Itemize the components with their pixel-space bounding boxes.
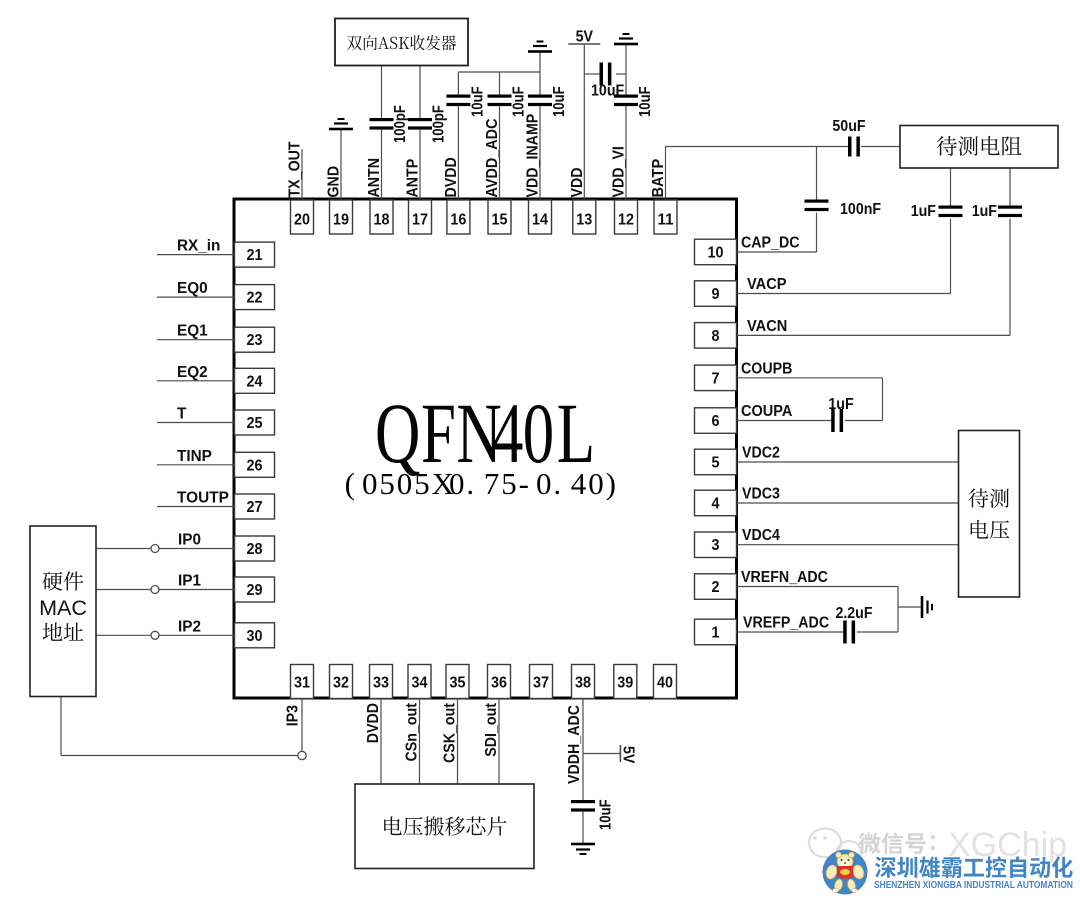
svg-text:25: 25 (247, 415, 263, 432)
svg-text:11: 11 (658, 212, 674, 229)
svg-text:AVDD_ADC: AVDD_ADC (484, 119, 501, 198)
svg-text:4: 4 (712, 496, 720, 513)
svg-text:10uF: 10uF (598, 799, 615, 830)
svg-text:IP3: IP3 (285, 705, 302, 726)
svg-text:VACP: VACP (747, 276, 787, 293)
svg-text:DVDD: DVDD (365, 703, 382, 743)
svg-text:14: 14 (532, 212, 548, 229)
svg-text:MAC: MAC (39, 597, 87, 620)
svg-text:8: 8 (712, 328, 720, 345)
svg-text:SDI_out: SDI_out (483, 702, 500, 756)
svg-text:50uF: 50uF (832, 118, 866, 135)
svg-text:VDD: VDD (569, 168, 586, 198)
svg-text:10: 10 (708, 245, 724, 262)
svg-text:23: 23 (247, 332, 263, 349)
svg-text:IP0: IP0 (178, 532, 201, 549)
svg-text:1: 1 (712, 625, 720, 642)
svg-text:10uF: 10uF (551, 86, 568, 117)
svg-text:CSK_out: CSK_out (442, 702, 459, 763)
svg-text:10uF: 10uF (637, 86, 654, 117)
svg-text:VACN: VACN (747, 318, 787, 335)
svg-text:100pF: 100pF (392, 105, 409, 143)
svg-text:VDD_VI: VDD_VI (611, 146, 628, 197)
svg-text:40: 40 (657, 675, 673, 692)
svg-text:RX_in: RX_in (177, 238, 220, 255)
svg-text:1uF: 1uF (911, 203, 937, 220)
svg-text:35: 35 (450, 675, 466, 692)
svg-text:IP2: IP2 (178, 618, 201, 635)
svg-text:38: 38 (575, 675, 591, 692)
svg-text:TX_OUT: TX_OUT (287, 141, 304, 197)
svg-text:6: 6 (712, 413, 720, 430)
svg-text:BATP: BATP (650, 159, 667, 198)
svg-text:28: 28 (247, 541, 263, 558)
svg-text:26: 26 (247, 457, 263, 474)
svg-text:5: 5 (712, 455, 720, 472)
svg-text:T: T (177, 406, 187, 423)
svg-text:EQ0: EQ0 (177, 280, 208, 297)
svg-text:5V: 5V (576, 29, 594, 46)
svg-text:2.2uF: 2.2uF (835, 605, 872, 622)
svg-text:10uF: 10uF (469, 86, 486, 117)
svg-text:29: 29 (247, 582, 263, 599)
svg-text:VDC2: VDC2 (742, 445, 780, 462)
svg-text:16: 16 (450, 212, 466, 229)
svg-text:27: 27 (247, 499, 263, 516)
svg-text:7: 7 (712, 370, 720, 387)
svg-text:32: 32 (333, 675, 349, 692)
svg-text:34: 34 (412, 675, 428, 692)
svg-text:ANTN: ANTN (366, 158, 383, 198)
svg-text:24: 24 (247, 373, 263, 390)
svg-text:ANTP: ANTP (405, 159, 422, 198)
svg-text:1uF: 1uF (972, 203, 998, 220)
svg-text:VDD_INAMP: VDD_INAMP (525, 114, 542, 198)
svg-text:IP1: IP1 (178, 573, 201, 590)
svg-text:2: 2 (712, 579, 720, 596)
svg-text:21: 21 (247, 247, 263, 264)
svg-text:100nF: 100nF (840, 201, 881, 218)
svg-text:DVDD: DVDD (443, 157, 460, 197)
svg-text:TOUTP: TOUTP (177, 490, 229, 507)
svg-text:31: 31 (294, 675, 310, 692)
svg-text:10uF: 10uF (511, 86, 528, 117)
svg-text:CAP_DC: CAP_DC (741, 235, 800, 252)
svg-text:COUPB: COUPB (741, 360, 792, 377)
svg-text:EQ2: EQ2 (177, 364, 208, 381)
svg-text:22: 22 (247, 290, 263, 307)
svg-text:17: 17 (412, 212, 428, 229)
svg-text:37: 37 (533, 675, 549, 692)
svg-text:19: 19 (333, 212, 349, 229)
svg-text:CSn_out: CSn_out (404, 702, 421, 761)
svg-text:SHENZHEN XIONGBA INDUSTRIAL AU: SHENZHEN XIONGBA INDUSTRIAL AUTOMATION (874, 880, 1073, 891)
svg-text:12: 12 (618, 212, 634, 229)
svg-text:TINP: TINP (177, 448, 212, 465)
svg-text:1uF: 1uF (828, 396, 854, 413)
svg-text:COUPA: COUPA (741, 403, 792, 420)
svg-text:33: 33 (373, 675, 389, 692)
svg-text:100pF: 100pF (431, 105, 448, 143)
svg-text:EQ1: EQ1 (177, 323, 208, 340)
svg-text:20: 20 (294, 212, 310, 229)
svg-text:30: 30 (247, 628, 263, 645)
svg-text:18: 18 (374, 212, 390, 229)
svg-text:VDC4: VDC4 (742, 527, 780, 544)
svg-text:VDC3: VDC3 (742, 486, 780, 503)
svg-text:13: 13 (576, 212, 592, 229)
svg-text:QFN40L: QFN40L (375, 387, 595, 482)
svg-text:5V: 5V (620, 746, 637, 764)
svg-text:15: 15 (492, 212, 508, 229)
svg-text:3: 3 (712, 537, 720, 554)
svg-text:9: 9 (712, 286, 720, 303)
svg-text:VDDH_ADC: VDDH_ADC (566, 705, 583, 784)
svg-text:39: 39 (617, 675, 633, 692)
svg-text:GND: GND (326, 166, 343, 198)
svg-text:VREFN_ADC: VREFN_ADC (741, 569, 828, 586)
svg-text:36: 36 (491, 675, 507, 692)
svg-text:XGChip: XGChip (948, 826, 1067, 864)
svg-text:VREFP_ADC: VREFP_ADC (743, 615, 829, 632)
